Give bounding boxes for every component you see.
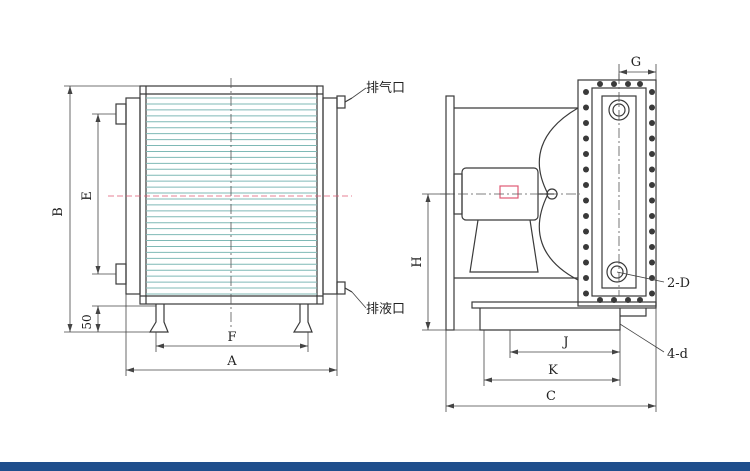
side-arrows bbox=[425, 69, 656, 409]
front-view bbox=[115, 85, 338, 305]
bolt-hole bbox=[583, 182, 589, 188]
port-leaders bbox=[351, 87, 367, 309]
mount-holes-label: 4-d bbox=[667, 347, 688, 362]
bolt-hole bbox=[597, 81, 603, 87]
dim-label-50: 50 bbox=[80, 314, 94, 329]
inlet-flange bbox=[445, 95, 455, 331]
bolt-hole bbox=[611, 81, 617, 87]
bolt-hole bbox=[611, 297, 617, 303]
dim-label-a: A bbox=[226, 354, 237, 369]
bolt-hole bbox=[583, 244, 589, 250]
exhaust-port-label: 排气口 bbox=[366, 80, 405, 96]
side-centerlines bbox=[440, 74, 620, 296]
bolt-hole bbox=[649, 104, 655, 111]
dim-label-k: K bbox=[548, 363, 558, 378]
bolt-hole bbox=[597, 297, 603, 303]
motor-stand bbox=[469, 219, 539, 273]
bolt-hole bbox=[649, 166, 655, 173]
side-dimensions bbox=[422, 64, 665, 412]
bolt-hole bbox=[649, 197, 655, 204]
flange-holes-label: 2-D bbox=[667, 276, 690, 291]
bolt-hole bbox=[583, 135, 589, 142]
base-plate bbox=[471, 301, 657, 309]
bolt-hole bbox=[583, 290, 589, 297]
bottom-brand-bar bbox=[0, 462, 750, 471]
bolt-hole bbox=[625, 297, 631, 303]
front-feet bbox=[148, 304, 313, 333]
bottom-port-outer bbox=[606, 261, 628, 283]
bolt-hole bbox=[649, 151, 655, 157]
bolt-hole bbox=[649, 244, 655, 250]
bolt-hole bbox=[649, 228, 655, 235]
dim-label-f: F bbox=[227, 330, 236, 345]
foot-left bbox=[148, 304, 169, 333]
bolt-hole bbox=[649, 259, 655, 266]
dim-label-c: C bbox=[546, 389, 556, 404]
bolt-hole bbox=[649, 290, 655, 297]
bolt-hole bbox=[583, 197, 589, 204]
bolt-hole bbox=[649, 135, 655, 142]
bolt-hole bbox=[583, 259, 589, 266]
core-frame bbox=[139, 85, 324, 305]
bolt-hole bbox=[583, 166, 589, 173]
drain-fitting bbox=[336, 281, 346, 295]
front-centerlines bbox=[108, 78, 352, 330]
dim-label-b: B bbox=[51, 207, 66, 217]
dim-label-e: E bbox=[80, 191, 95, 201]
dim-label-j: J bbox=[561, 335, 568, 350]
fan-shroud bbox=[454, 107, 578, 279]
side-view bbox=[445, 79, 657, 331]
bolt-hole bbox=[583, 275, 589, 281]
flange-bolts bbox=[583, 81, 655, 303]
bolt-hole bbox=[583, 89, 589, 95]
bolt-hole bbox=[649, 89, 655, 95]
bottom-port-inner bbox=[610, 265, 624, 279]
inlet-stub-bottom bbox=[115, 263, 127, 285]
dim-label-h: H bbox=[410, 256, 425, 267]
bolt-hole bbox=[583, 120, 589, 126]
bolt-hole bbox=[583, 104, 589, 111]
front-arrows bbox=[67, 86, 337, 373]
foot-right bbox=[292, 304, 313, 333]
bolt-hole bbox=[637, 81, 643, 87]
bolt-hole bbox=[625, 81, 631, 87]
exhaust-fitting bbox=[336, 95, 346, 109]
fin-lines bbox=[146, 97, 317, 295]
port-fittings bbox=[336, 95, 353, 295]
bolt-hole bbox=[649, 120, 655, 126]
heater-body bbox=[577, 79, 657, 307]
drain-port-label: 排液口 bbox=[366, 302, 405, 317]
bolt-hole bbox=[583, 228, 589, 235]
base-skid bbox=[479, 308, 647, 331]
motor-nameplate bbox=[499, 185, 519, 199]
bolt-hole bbox=[637, 297, 643, 303]
inlet-stub-top bbox=[115, 103, 127, 125]
bolt-hole bbox=[649, 182, 655, 188]
bolt-hole bbox=[583, 151, 589, 157]
bolt-hole bbox=[583, 213, 589, 219]
dim-label-g: G bbox=[631, 55, 641, 70]
bolt-hole bbox=[649, 213, 655, 219]
